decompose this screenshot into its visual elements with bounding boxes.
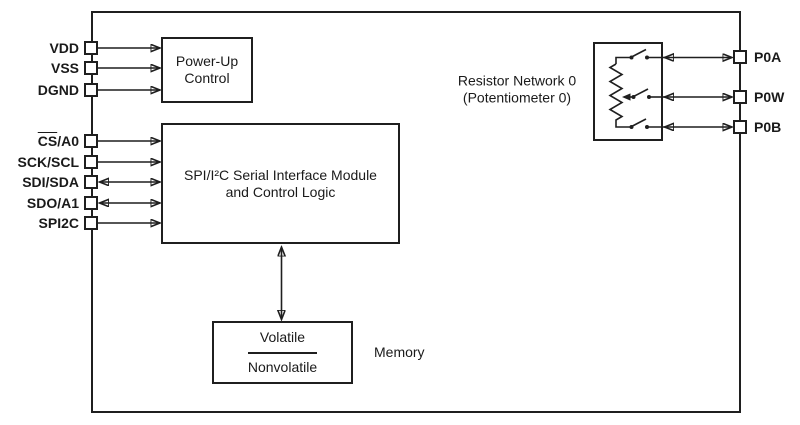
pin-vdd (84, 41, 98, 55)
pin-p0w (733, 90, 747, 104)
cs-rest: /A0 (57, 133, 79, 149)
contact-dot (631, 95, 636, 99)
pin-sck-scl (84, 155, 98, 169)
device-boundary (91, 11, 741, 413)
contact-dot (647, 95, 651, 99)
pin-label-cs-a0: CS/A0 (8, 133, 79, 149)
contact-dot (645, 125, 649, 129)
resistor-top-lead (615, 56, 630, 64)
wiper-arrowhead (622, 93, 631, 101)
cs-overline: CS (37, 133, 58, 149)
pin-spi2c (84, 216, 98, 230)
pin-label-dgnd: DGND (37, 82, 79, 98)
pin-cs-a0 (84, 134, 98, 148)
resistor-network-block (593, 42, 663, 141)
pin-label-p0w: P0W (754, 89, 785, 105)
pin-p0a (733, 50, 747, 64)
pin-sdi-sda (84, 175, 98, 189)
resistor-zigzag (608, 63, 630, 128)
contact-dot (629, 125, 634, 129)
pin-label-p0a: P0A (754, 49, 782, 65)
switch-blade-middle (634, 88, 649, 97)
pin-dgnd (84, 83, 98, 97)
pin-label-vdd: VDD (49, 40, 79, 56)
pin-label-spi2c: SPI2C (38, 215, 79, 231)
pin-sdo-a1 (84, 196, 98, 210)
resistor-network-label: Resistor Network 0 (Potentiometer 0) (457, 72, 577, 106)
pin-vss (84, 61, 98, 75)
contact-dot (629, 55, 634, 60)
memory-label: Memory (374, 343, 425, 360)
pin-label-sdi-sda: SDI/SDA (22, 174, 79, 190)
pin-label-vss: VSS (50, 60, 79, 76)
pin-label-sck-scl: SCK/SCL (17, 154, 79, 170)
pin-p0b (733, 120, 747, 134)
pin-label-p0b: P0B (754, 119, 782, 135)
switch-blade-bottom (632, 118, 647, 127)
spi-i2c-interface-block: SPI/I²C Serial Interface Module and Cont… (161, 123, 400, 244)
power-up-control-block: Power-Up Control (161, 37, 253, 103)
memory-block: Volatile Nonvolatile (212, 321, 353, 384)
switch-blade-top (632, 48, 647, 58)
contact-dot (645, 55, 649, 60)
pin-label-sdo-a1: SDO/A1 (26, 195, 79, 211)
memory-nonvolatile-cell: Nonvolatile (247, 351, 318, 383)
memory-volatile-cell: Volatile (259, 328, 306, 345)
